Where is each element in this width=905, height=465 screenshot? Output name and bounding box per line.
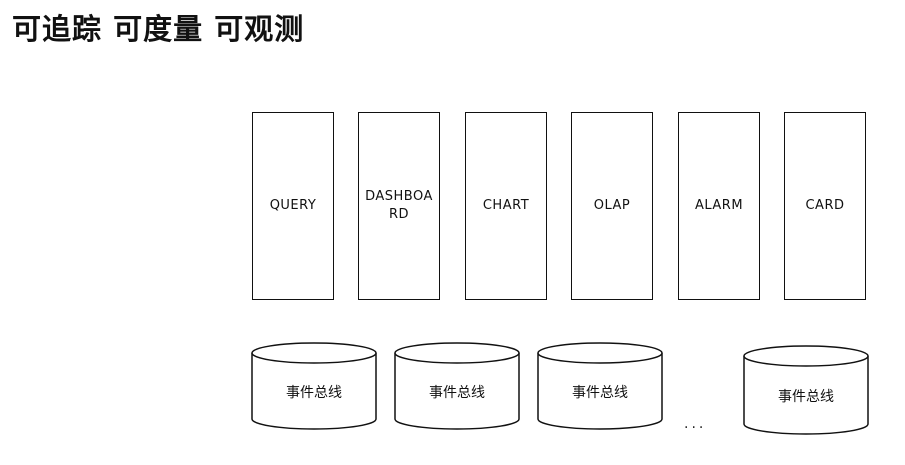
module-box-dashboard: DASHBOARD	[358, 112, 440, 300]
event-bus-cylinder: 事件总线	[394, 342, 520, 430]
module-box-chart: CHART	[465, 112, 547, 300]
event-bus-label: 事件总线	[429, 385, 485, 401]
module-label: ALARM	[694, 198, 744, 213]
module-label: QUERY	[269, 198, 317, 213]
event-bus-label: 事件总线	[572, 385, 628, 401]
database-cylinder-icon	[251, 342, 377, 430]
page-title: 可追踪 可度量 可观测	[12, 12, 305, 46]
module-label: OLAP	[593, 198, 631, 213]
module-box-query: QUERY	[252, 112, 334, 300]
event-bus-cylinder: 事件总线	[537, 342, 663, 430]
event-bus-label: 事件总线	[778, 389, 834, 405]
database-cylinder-icon	[743, 345, 869, 435]
module-label: CARD	[805, 198, 845, 213]
database-cylinder-icon	[537, 342, 663, 430]
module-box-card: CARD	[784, 112, 866, 300]
module-box-alarm: ALARM	[678, 112, 760, 300]
module-box-olap: OLAP	[571, 112, 653, 300]
event-bus-label: 事件总线	[286, 385, 342, 401]
module-label: CHART	[482, 198, 530, 213]
event-bus-cylinder: 事件总线	[251, 342, 377, 430]
database-cylinder-icon	[394, 342, 520, 430]
event-bus-cylinder: 事件总线	[743, 345, 869, 435]
module-label: DASHBOARD	[365, 189, 433, 222]
more-ellipsis: ...	[684, 416, 707, 432]
